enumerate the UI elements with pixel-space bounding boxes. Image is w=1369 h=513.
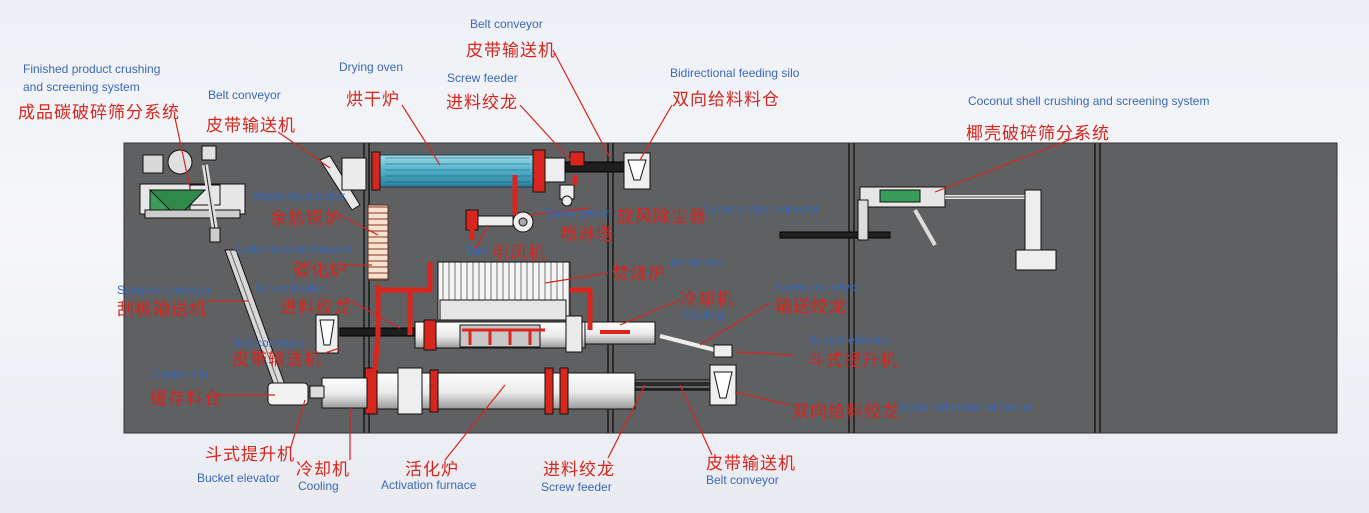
label-belt-conveyor-top-en: Belt conveyor [470,17,543,31]
label-carbonization-en: Carbonization furnace [234,242,352,256]
carbonization-furnace [414,315,586,353]
leader-lines [174,49,1083,461]
label-belt-conveyor-bottom-cn: 皮带输送机 [706,454,796,474]
label-cache-silo-cn: 缓存料仓 [150,389,222,409]
label-spiral-feeder-en: Spiral bidirectional feeder [898,400,1034,414]
label-cooling-mid-cn: 冷却机 [680,290,734,310]
label-belt-conveyor-bottom-en: Belt conveyor [706,473,779,487]
label-waste-heat-boiler-en: Waste heat boiler [252,189,345,203]
activation-furnace [364,367,636,415]
label-cooling-mid-en: Cooling [683,308,724,322]
cooling-drum-bottom [309,377,368,409]
label-fan-en: Fan [466,244,488,258]
spiral-bidirectional-feeder [709,364,737,406]
belt-conveyor-upper-left [202,164,221,243]
label-cooling-bottom-en: Cooling [298,479,339,493]
label-bucket-elevator-right-en: Bucket elevator [808,333,891,347]
label-bucket-elevator-bottom-cn: 斗式提升机 [205,445,295,465]
incinerator [437,261,571,321]
label-screw-feeder-top-en: Screw feeder [447,71,518,85]
label-drying-oven-en: Drying oven [339,60,404,74]
label-activation-cn: 活化炉 [405,460,459,480]
label-screw-conveyor-cn: 输送绞龙 [775,297,847,317]
label-screw-conveyor-en: Screw conveyor [775,280,861,294]
label-finished-crushing-en: Finished product crushing [23,62,161,76]
waste-heat-boiler [367,204,389,281]
bidirectional-feeding-silo [623,152,651,190]
label-screw-feeder-top-cn: 进料绞龙 [446,93,518,113]
label-fan-cn: 引风机 [492,244,546,264]
label-bidirectional-silo-cn: 双向给料料仓 [672,90,780,110]
drying-oven-drum [371,149,566,193]
label-incinerator-en: Incinerator [668,255,725,269]
label-spray-tower-cn: 喷淋塔 [560,225,614,245]
label-cyclone-cn: 旋风除尘器 [617,207,707,227]
label-cache-silo-en: Cache silo [152,367,209,381]
label-belt-conveyor-1-cn: 皮带输送机 [206,116,296,136]
label-waste-heat-boiler-cn: 余热锅炉 [270,209,342,229]
label-drying-oven-cn: 烘干炉 [346,90,400,110]
cooling-drum-mid [584,321,656,345]
label-belt-conveyor-mid-en: Belt conveyor [232,336,305,350]
red-piping [372,175,593,371]
bucket-elevator-right [659,334,733,358]
cache-silo [267,382,309,406]
label-screw-feeder-mid-en: Screw feeder [254,281,325,295]
label-screw-feeder-mid-cn: 进料绞龙 [280,298,352,318]
label-incinerator-cn: 焚烧炉 [612,264,666,284]
label-screw-feeder-bottom-cn: 进料绞龙 [543,460,615,480]
label-cyclone-en: Cyclone dust collector [702,202,820,216]
label-finished-crushing-en2: and screening system [23,80,140,94]
label-coconut-system-cn: 椰壳破碎筛分系统 [966,124,1110,144]
belt-conveyor-left-vertical [315,314,339,354]
coconut-shell-system [779,186,1057,271]
label-finished-crushing-cn: 成品碳破碎筛分系统 [18,103,180,123]
label-scraper-en: Scraper conveyor [117,283,212,297]
belt-conveyor-to-oven [319,155,367,211]
label-belt-conveyor-1-en: Belt conveyor [208,88,281,102]
label-spiral-feeder-cn: 双向给料绞龙 [792,402,900,422]
label-bucket-elevator-right-cn: 斗式提升机 [808,351,898,371]
label-bidirectional-silo-en: Bidirectional feeding silo [670,66,800,80]
label-belt-conveyor-top-cn: 皮带输送机 [466,41,556,61]
label-coconut-system-en: Coconut shell crushing and screening sys… [968,94,1210,108]
label-spray-tower-en: Spray tower [545,206,610,220]
label-screw-feeder-bottom-en: Screw feeder [541,480,612,494]
label-scraper-cn: 刮板输送机 [117,300,207,320]
label-activation-en: Activation furnace [381,478,477,492]
belt-conveyor-bottom [634,379,711,391]
label-belt-conveyor-mid-cn: 皮带输送机 [232,350,322,370]
label-carbonization-cn: 碳化炉 [293,261,347,281]
label-bucket-elevator-bottom-en: Bucket elevator [197,471,280,485]
label-cooling-bottom-cn: 冷却机 [296,460,350,480]
